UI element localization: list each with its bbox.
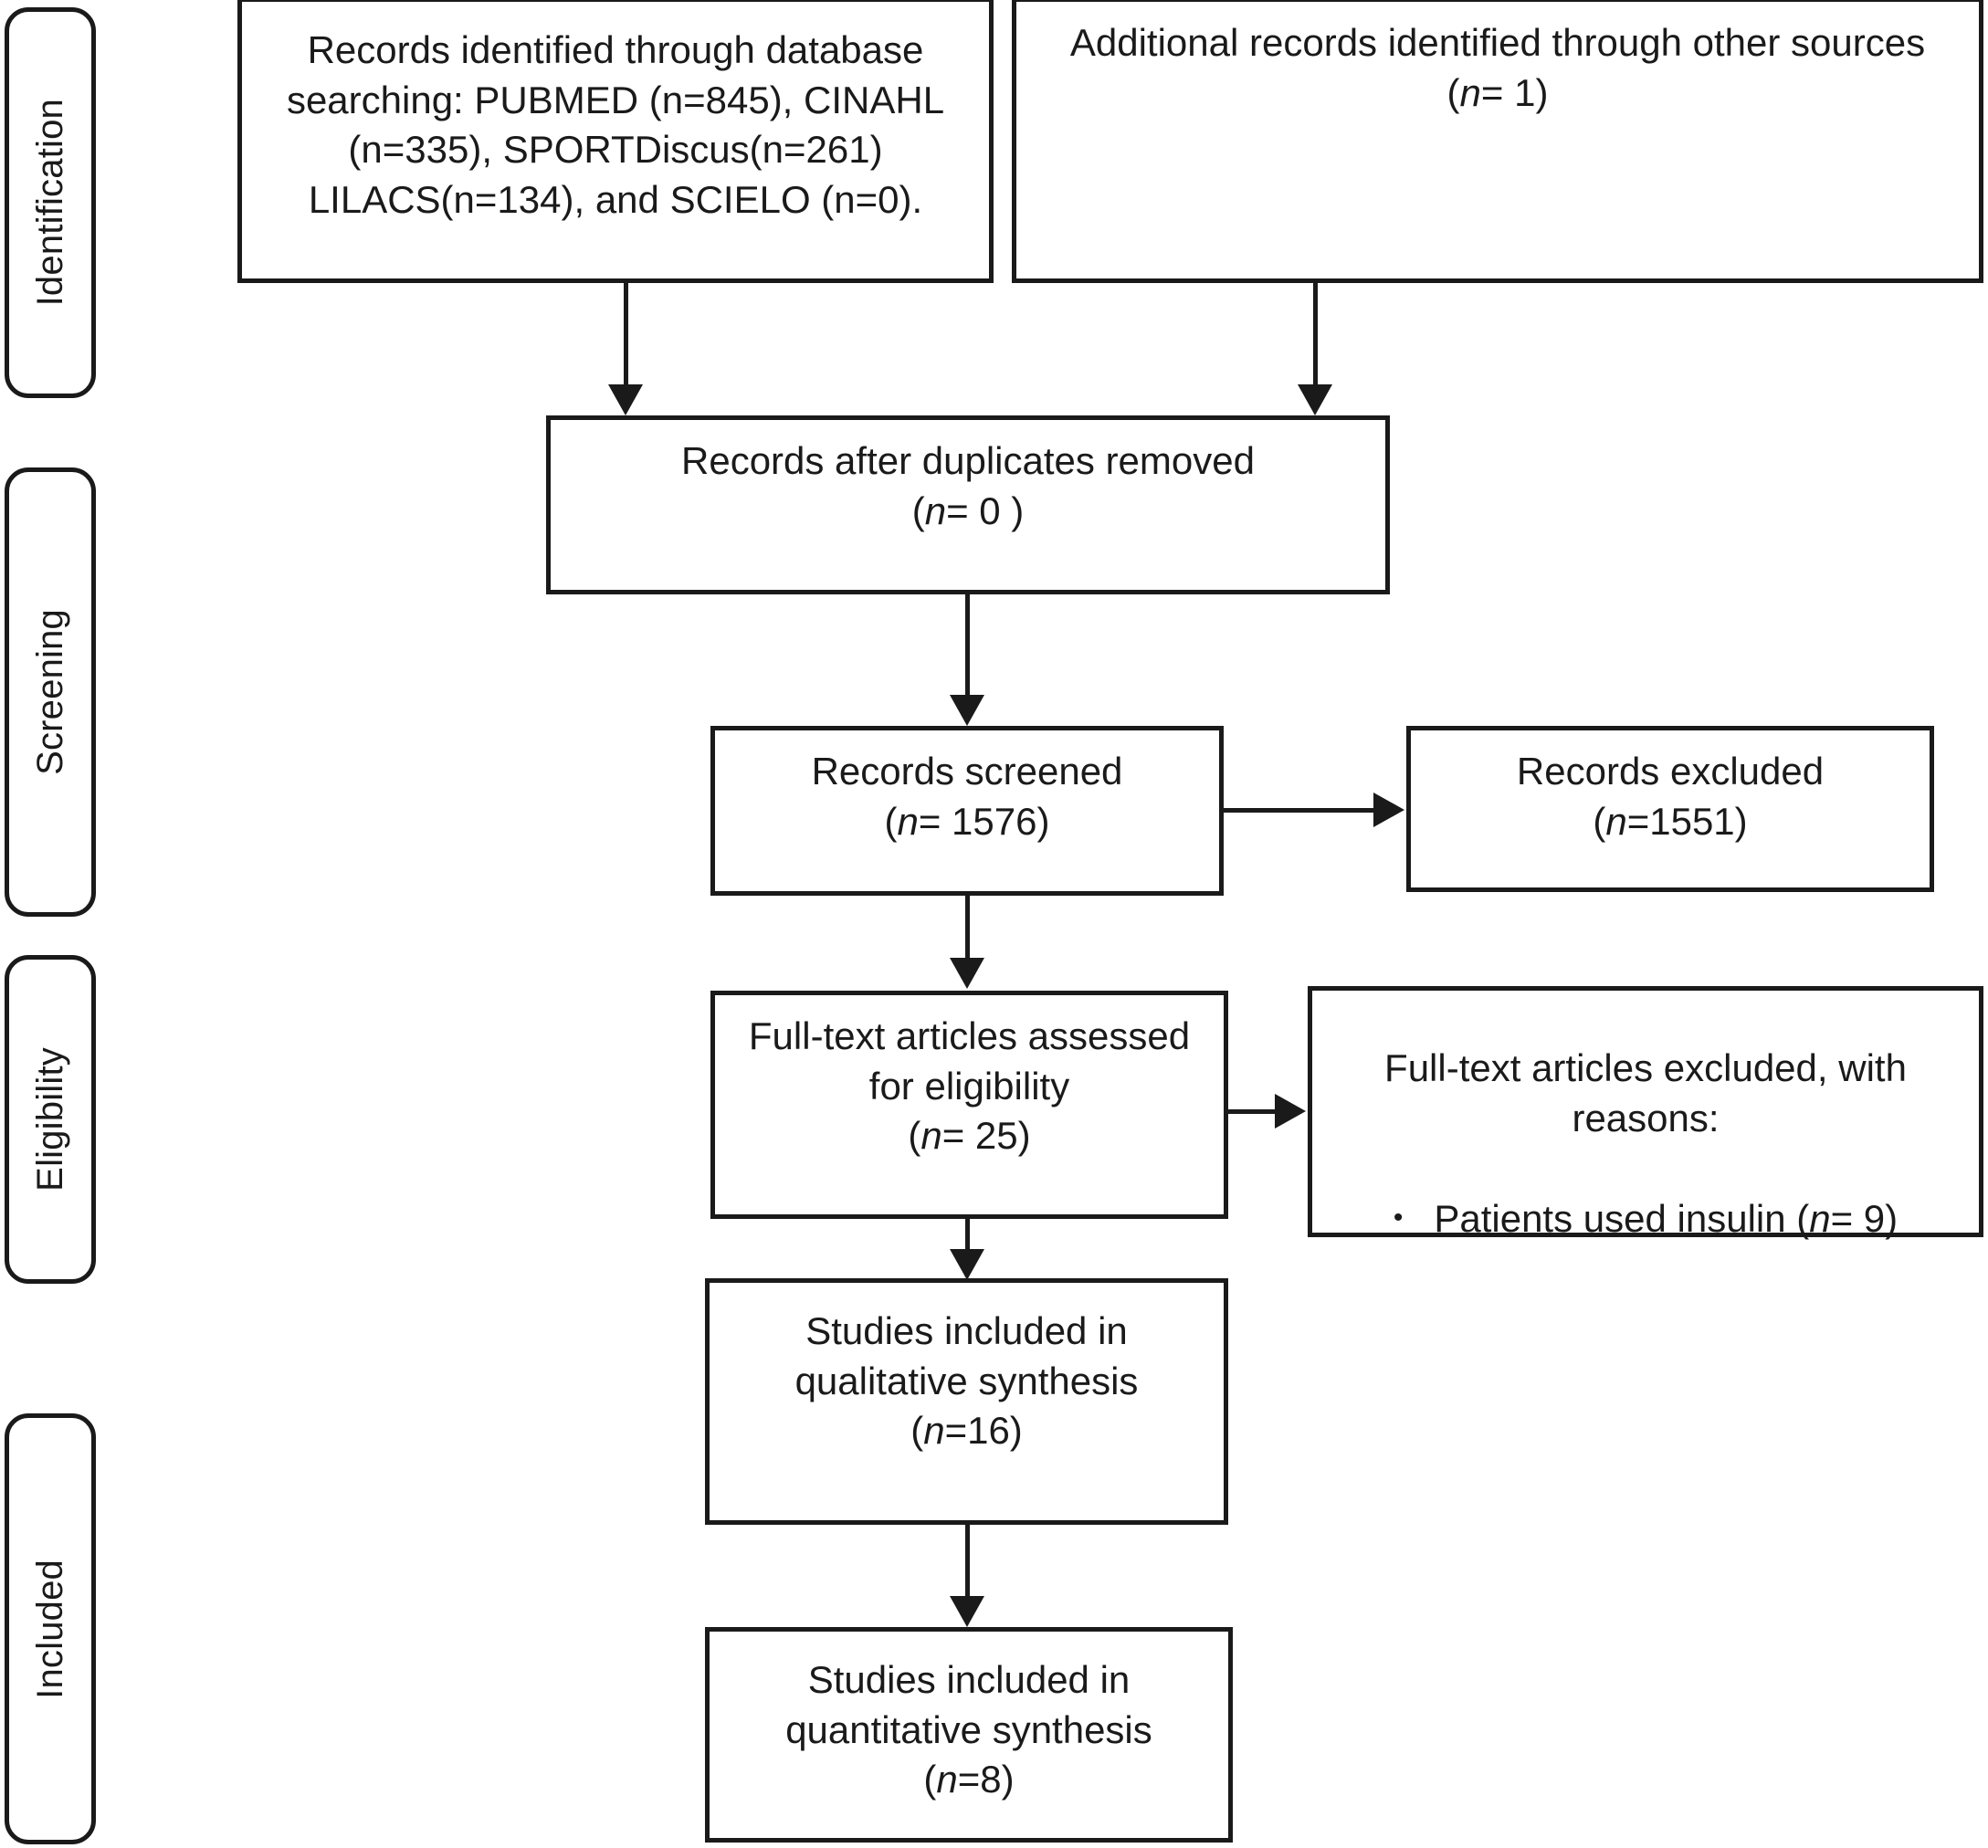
other-records-count: (n= 1)	[1446, 70, 1549, 114]
arrow-fulltext-to-qualitative	[950, 1249, 984, 1280]
phase-identification: Identification	[5, 7, 96, 398]
database-records-line-1: Records identified through database	[307, 28, 924, 71]
box-records-screened: Records screened (n= 1576)	[710, 726, 1224, 896]
box-fulltext-articles-assessed: Full-text articles assessed for eligibil…	[710, 991, 1228, 1219]
box-records-identified-database: Records identified through database sear…	[237, 0, 994, 283]
database-records-line-3: (n=335), SPORTDiscus(n=261)	[348, 128, 883, 172]
qualitative-count: (n=16)	[910, 1409, 1023, 1453]
phase-identification-label: Identification	[29, 99, 70, 307]
phase-screening-label: Screening	[29, 609, 70, 775]
records-excluded-line-1: Records excluded	[1516, 750, 1825, 793]
phase-included-label: Included	[29, 1559, 70, 1699]
connector-fulltext-to-excluded	[1228, 1109, 1277, 1114]
qualitative-line-1: Studies included in	[805, 1309, 1128, 1352]
qualitative-line-2: qualitative synthesis	[794, 1359, 1139, 1402]
arrow-screened-to-fulltext	[950, 958, 984, 989]
fulltext-assessed-count: (n= 25)	[908, 1114, 1031, 1158]
connector-screened-to-fulltext	[965, 896, 970, 960]
box-studies-quantitative-synthesis: Studies included in quantitative synthes…	[705, 1627, 1233, 1843]
box-records-excluded: Records excluded (n=1551)	[1406, 726, 1934, 892]
duplicates-removed-line-1: Records after duplicates removed	[681, 439, 1255, 482]
connector-screened-to-excluded	[1224, 808, 1375, 813]
arrow-qualitative-to-quantitative	[950, 1596, 984, 1627]
box-additional-records-other-sources: Additional records identified through ot…	[1012, 0, 1983, 283]
arrow-duplicates-to-screened	[950, 695, 984, 726]
records-screened-line-1: Records screened	[811, 750, 1123, 793]
arrow-fulltext-to-excluded	[1275, 1094, 1306, 1129]
fulltext-assessed-line-1: Full-text articles assessed	[748, 1014, 1191, 1057]
connector-database-to-duplicates	[624, 283, 628, 386]
fulltext-assessed-line-2: for eligibility	[868, 1064, 1070, 1108]
connector-duplicates-to-screened	[965, 594, 970, 697]
arrow-database-to-duplicates	[608, 384, 643, 415]
fulltext-excluded-line-2: reasons:	[1572, 1096, 1720, 1139]
phase-screening: Screening	[5, 467, 96, 917]
fulltext-excluded-reason-item: • Patients used insulin (n= 9)	[1394, 1194, 1898, 1244]
records-screened-count: (n= 1576)	[884, 799, 1050, 843]
connector-fulltext-to-qualitative	[965, 1219, 970, 1251]
other-records-line-1: Additional records identified through ot…	[1069, 21, 1926, 64]
database-records-line-4: LILACS(n=134), and SCIELO (n=0).	[308, 177, 923, 221]
quantitative-count: (n=8)	[923, 1758, 1015, 1801]
database-records-line-2: searching: PUBMED (n=845), CINAHL	[286, 78, 945, 121]
bullet-point-icon: •	[1393, 1202, 1404, 1234]
phase-included: Included	[5, 1413, 96, 1844]
box-studies-qualitative-synthesis: Studies included in qualitative synthesi…	[705, 1278, 1228, 1525]
arrow-other-to-duplicates	[1298, 384, 1332, 415]
box-fulltext-articles-excluded: Full-text articles excluded, with reason…	[1308, 986, 1983, 1240]
fulltext-excluded-reason-text: Patients used insulin (n= 9)	[1434, 1197, 1899, 1241]
fulltext-excluded-line-1: Full-text articles excluded, with	[1384, 1046, 1907, 1089]
records-excluded-count: (n=1551)	[1593, 799, 1748, 843]
duplicates-removed-count: (n= 0 )	[911, 488, 1025, 532]
arrow-screened-to-excluded	[1373, 793, 1404, 827]
box-records-after-duplicates-removed: Records after duplicates removed (n= 0 )	[546, 415, 1390, 594]
phase-eligibility-label: Eligibility	[29, 1047, 70, 1192]
phase-eligibility: Eligibility	[5, 955, 96, 1284]
quantitative-line-1: Studies included in	[807, 1658, 1131, 1701]
quantitative-line-2: quantitative synthesis	[785, 1707, 1152, 1751]
connector-qualitative-to-quantitative	[965, 1525, 970, 1600]
connector-other-to-duplicates	[1313, 283, 1318, 386]
